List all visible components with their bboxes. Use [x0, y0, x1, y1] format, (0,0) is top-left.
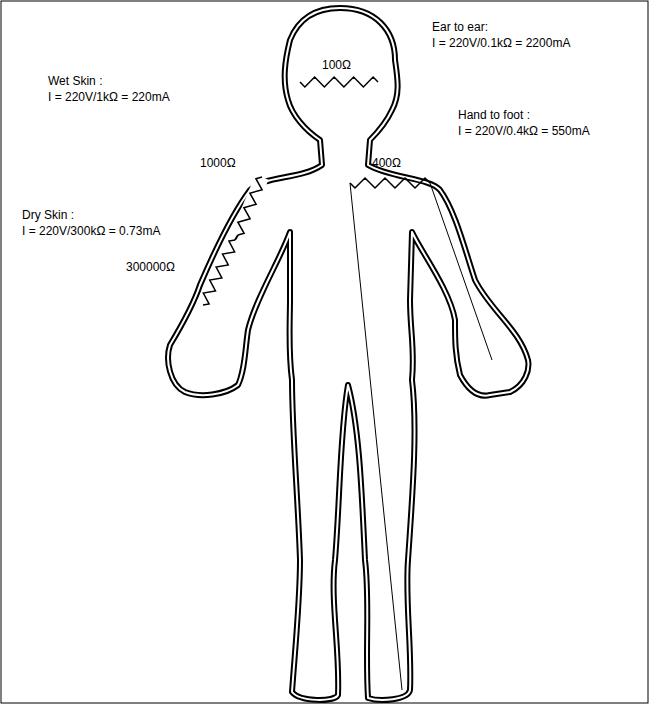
hand-to-foot-line [350, 183, 402, 690]
resistor-join [235, 235, 238, 240]
dry-skin-resistor [203, 240, 235, 305]
outline-gap [203, 240, 235, 305]
path-title: Ear to ear: [432, 20, 488, 35]
resistance-value: 400Ω [372, 156, 401, 171]
resistor-symbols [203, 77, 492, 690]
resistance-value: 1000Ω [200, 156, 236, 171]
resistance-value: 300000Ω [126, 260, 175, 275]
body-resistor [350, 178, 430, 188]
current-formula: I = 220V/0.1kΩ = 2200mA [432, 36, 570, 51]
current-formula: I = 220V/0.4kΩ = 550mA [458, 124, 590, 139]
path-title: Wet Skin : [48, 74, 102, 89]
hand-to-foot-line [430, 183, 492, 360]
current-formula: I = 220V/1kΩ = 220mA [48, 90, 170, 105]
current-formula: I = 220V/300kΩ = 0.73mA [22, 224, 160, 239]
resistance-value: 100Ω [322, 58, 351, 73]
outline-gap [238, 177, 262, 235]
path-title: Dry Skin : [22, 208, 74, 223]
wet-skin-resistor [238, 177, 262, 235]
path-title: Hand to foot : [458, 108, 530, 123]
ear-resistor [300, 77, 378, 87]
